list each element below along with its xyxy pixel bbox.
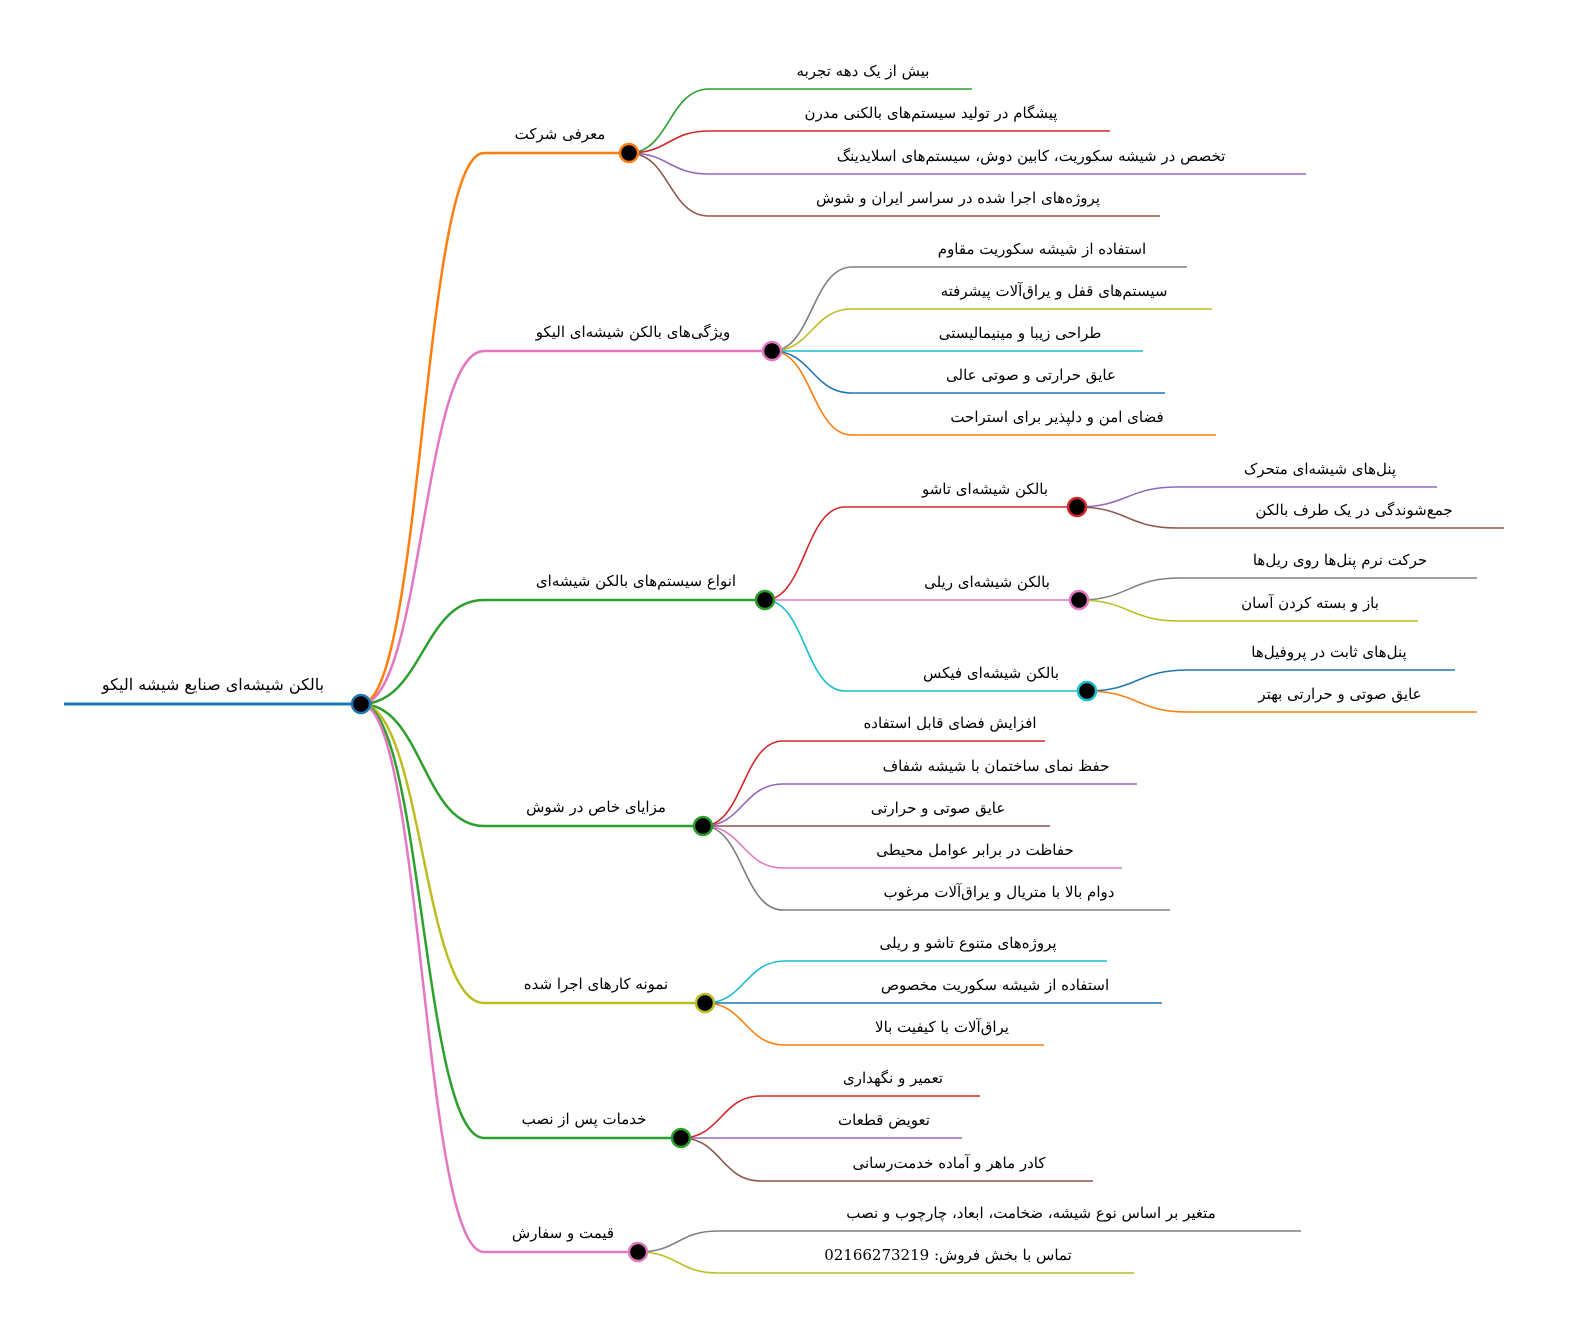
branch-link-3: [360, 598, 765, 706]
leaf-link-4-1: [702, 740, 1045, 827]
leaf-link-7-2: [637, 1251, 1134, 1274]
branch-node-4[interactable]: [692, 815, 714, 837]
leaf-link-1-4: [628, 152, 1160, 217]
leaf-link-5-3: [704, 1002, 1044, 1046]
leaf-link-6-3: [680, 1137, 1093, 1182]
mind-map-links: [64, 88, 1504, 1274]
leaf-link-5-1: [704, 960, 1107, 1004]
leaf-label-2-5: فضای امن و دلپذیر برای استراحت: [950, 408, 1163, 426]
branch-node-1[interactable]: [618, 142, 640, 164]
sub-leaf-link-2-1: [1078, 577, 1477, 601]
branch-link-6: [360, 702, 681, 1140]
branch-node-3[interactable]: [754, 589, 776, 611]
leaf-label-4-5: دوام بالا با متریال و یراق‌آلات مرغوب: [884, 883, 1115, 901]
leaf-link-7-1: [637, 1230, 1301, 1253]
sub-leaf-label-3-1: پنل‌های ثابت در پروفیل‌ها: [1251, 643, 1406, 661]
leaf-label-4-2: حفظ نمای ساختمان با شیشه شفاف: [883, 757, 1110, 775]
leaf-link-1-3: [628, 152, 1306, 175]
sub-leaf-link-1-1: [1076, 486, 1437, 508]
leaf-label-2-3: طراحی زیبا و مینیمالیستی: [939, 324, 1102, 342]
sub-leaf-label-2-2: باز و بسته کردن آسان: [1241, 594, 1379, 612]
leaf-link-4-5: [702, 825, 1170, 911]
branch-label-2: ویژگی‌های بالکن شیشه‌ای الیکو: [535, 323, 731, 341]
branch-node-5[interactable]: [694, 992, 716, 1014]
leaf-label-6-3: کادر ماهر و آماده خدمت‌رسانی: [852, 1154, 1046, 1172]
leaf-label-5-2: استفاده از شیشه سکوریت مخصوص: [881, 976, 1109, 994]
branch-link-7: [360, 702, 638, 1254]
leaf-label-1-4: پروژه‌های اجرا شده در سراسر ایران و شوش: [816, 189, 1100, 207]
branch-label-3: انواع سیستم‌های بالکن شیشه‌ای: [536, 572, 736, 590]
leaf-label-5-3: یراق‌آلات با کیفیت بالا: [875, 1018, 1009, 1036]
branch-node-7[interactable]: [627, 1241, 649, 1263]
branch-link-4: [360, 702, 703, 828]
leaf-link-1-1: [628, 88, 972, 154]
leaf-label-6-2: تعویض قطعات: [838, 1111, 930, 1129]
mind-map-labels: بالکن شیشه‌ای صنایع شیشه الیکو معرفی شرکت…: [101, 62, 1453, 1264]
sub-branch-node-3[interactable]: [1076, 680, 1098, 702]
leaf-link-2-4: [771, 350, 1165, 394]
branch-label-6: خدمات پس از نصب: [522, 1110, 647, 1128]
sub-leaf-link-2-2: [1078, 599, 1418, 622]
sub-branch-label-2: بالکن شیشه‌ای ریلی: [924, 573, 1050, 591]
leaf-link-2-5: [771, 350, 1216, 436]
root-node[interactable]: [350, 693, 372, 715]
sub-branch-node-1[interactable]: [1066, 496, 1088, 518]
sub-leaf-label-1-1: پنل‌های شیشه‌ای متحرک: [1244, 460, 1396, 478]
leaf-link-4-2: [702, 783, 1137, 827]
branch-node-2[interactable]: [761, 340, 783, 362]
sub-branch-label-3: بالکن شیشه‌ای فیکس: [923, 664, 1059, 682]
leaf-label-2-1: استفاده از شیشه سکوریت مقاوم: [938, 240, 1146, 258]
branch-link-5: [360, 702, 705, 1005]
leaf-label-1-1: بیش از یک دهه تجربه: [797, 62, 930, 80]
leaf-label-1-2: پیشگام در تولید سیستم‌های بالکنی مدرن: [805, 104, 1058, 122]
sub-leaf-link-3-2: [1086, 690, 1477, 713]
leaf-link-1-2: [628, 130, 1110, 154]
root-node-label: بالکن شیشه‌ای صنایع شیشه الیکو: [101, 675, 324, 694]
branch-label-7: قیمت و سفارش: [512, 1224, 614, 1242]
leaf-label-2-2: سیستم‌های قفل و یراق‌آلات پیشرفته: [941, 282, 1168, 300]
leaf-link-3-1: [764, 506, 1077, 601]
leaf-label-4-4: حفاظت در برابر عوامل محیطی: [876, 841, 1073, 859]
sub-leaf-label-2-1: حرکت نرم پنل‌ها روی ریل‌ها: [1253, 551, 1427, 569]
leaf-label-7-1: متغیر بر اساس نوع شیشه، ضخامت، ابعاد، چا…: [846, 1204, 1215, 1222]
leaf-label-4-1: افزایش فضای قابل استفاده: [863, 714, 1036, 732]
sub-leaf-label-3-2: عایق صوتی و حرارتی بهتر: [1257, 685, 1421, 703]
leaf-label-6-1: تعمیر و نگهداری: [843, 1069, 943, 1087]
leaf-label-1-3: تخصص در شیشه سکوریت، کابین دوش، سیستم‌ها…: [837, 147, 1226, 165]
leaf-label-5-1: پروژه‌های متنوع تاشو و ریلی: [879, 934, 1056, 952]
branch-link-1: [360, 151, 629, 706]
mind-map-nodes: [350, 142, 1098, 1263]
sub-branch-node-2[interactable]: [1068, 589, 1090, 611]
leaf-link-2-2: [771, 308, 1212, 352]
sub-branch-label-1: بالکن شیشه‌ای تاشو: [921, 480, 1048, 498]
leaf-link-4-4: [702, 825, 1122, 869]
sub-leaf-link-1-2: [1076, 506, 1504, 529]
leaf-link-2-1: [771, 266, 1187, 352]
branch-link-2: [360, 349, 772, 706]
branch-label-4: مزایای خاص در شوش: [526, 798, 666, 816]
branch-label-5: نمونه کارهای اجرا شده: [524, 975, 668, 993]
leaf-label-7-2: تماس با بخش فروش: 02166273219: [824, 1246, 1072, 1264]
leaf-label-4-3: عایق صوتی و حرارتی: [871, 799, 1006, 817]
sub-leaf-link-3-1: [1086, 669, 1455, 692]
branch-node-6[interactable]: [670, 1127, 692, 1149]
leaf-label-2-4: عایق حرارتی و صوتی عالی: [946, 366, 1116, 384]
leaf-link-3-3: [764, 599, 1087, 692]
leaf-link-6-1: [680, 1095, 980, 1139]
branch-label-1: معرفی شرکت: [515, 125, 606, 143]
sub-leaf-label-1-2: جمع‌شوندگی در یک طرف بالکن: [1255, 501, 1452, 519]
